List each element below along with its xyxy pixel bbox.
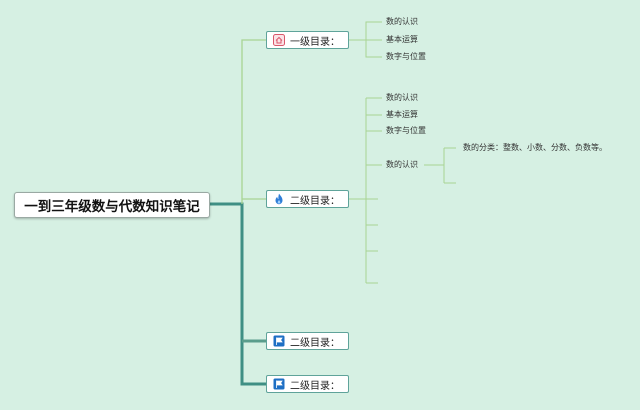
branch-node-2[interactable]: 二级目录： [266,190,349,208]
home-icon [273,34,285,46]
subleaf-2-4-1: 数的分类：整数、小数、分数、负数等。 [463,143,607,152]
leaf-2-1: 数的认识 [386,93,418,102]
branch2-to-leaves [349,97,382,284]
branch-label-4: 二级目录： [290,380,340,392]
trunk-line [208,202,266,386]
flag-icon [273,335,285,347]
branch-node-3[interactable]: 二级目录： [266,332,349,350]
branch-label-1: 一级目录： [290,36,340,48]
root-node[interactable]: 一到三年级数与代数知识笔记 [14,192,210,218]
flag-icon [273,378,285,390]
flame-icon [273,193,285,205]
branch-line-1 [241,39,266,204]
branch-node-1[interactable]: 一级目录： [266,31,349,49]
leaf-2-2: 基本运算 [386,110,418,119]
branch1-to-leaves [349,21,382,58]
leaf-2-3: 数字与位置 [386,126,426,135]
root-label: 一到三年级数与代数知识笔记 [24,199,200,215]
leaf-1-2: 基本运算 [386,35,418,44]
subleaf-connector [424,147,456,184]
branch-node-4[interactable]: 二级目录： [266,375,349,393]
branch-label-2: 二级目录： [290,195,340,207]
leaf-1-1: 数的认识 [386,17,418,26]
leaf-2-4: 数的认识 [386,160,418,169]
leaf-1-3: 数字与位置 [386,52,426,61]
branch-label-3: 二级目录： [290,337,340,349]
